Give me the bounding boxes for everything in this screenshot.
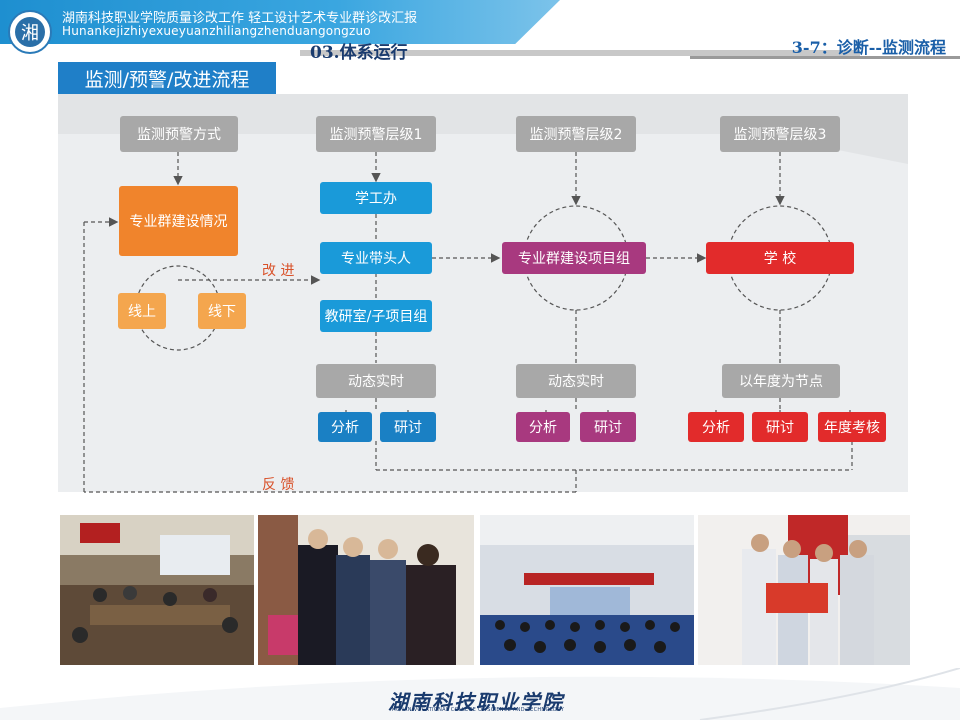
construction-status-box: 专业群建设情况	[119, 186, 238, 256]
analyze-box-2: 分析	[516, 412, 570, 442]
realtime-box-1: 动态实时	[316, 364, 436, 398]
col-head-mode: 监测预警方式	[120, 116, 238, 152]
school-logo: 湘	[8, 10, 52, 54]
realtime-box-2: 动态实时	[516, 364, 636, 398]
subtitle-underline	[690, 56, 960, 59]
header-divider	[300, 50, 860, 56]
school-name-calligraphy: 湖南科技职业学院	[388, 690, 564, 714]
photo-auditorium	[480, 515, 694, 665]
footer-swoosh	[0, 668, 960, 720]
section-number: 03.体系运行	[310, 43, 408, 63]
photo-meeting-room	[60, 515, 254, 665]
program-leader-box: 专业带头人	[320, 242, 432, 274]
student-affairs-box: 学工办	[320, 182, 432, 214]
header-pinyin: Hunankejizhiyexueyuanzhiliangzhenduangon…	[62, 24, 371, 38]
discuss-box-1: 研讨	[380, 412, 436, 442]
online-box: 线上	[118, 293, 166, 329]
analyze-box-1: 分析	[318, 412, 372, 442]
discuss-box-3: 研讨	[752, 412, 808, 442]
school-name-english: HUNAN VOCATIONAL COLLEGE OF SCIENCE AND …	[392, 707, 565, 713]
improve-label: 改 进	[262, 263, 295, 279]
col-head-level2: 监测预警层级2	[516, 116, 636, 152]
header-band	[0, 0, 560, 44]
annual-review-box: 年度考核	[818, 412, 886, 442]
annual-node-box: 以年度为节点	[722, 364, 840, 398]
photo-strip	[60, 515, 910, 665]
offline-box: 线下	[198, 293, 246, 329]
logo-emblem-icon: 湘	[15, 17, 45, 47]
slide-subtitle: 3-7：诊断--监测流程	[791, 38, 946, 57]
flow-background-shape	[58, 94, 908, 164]
analyze-box-3: 分析	[688, 412, 744, 442]
col-head-level1: 监测预警层级1	[316, 116, 436, 152]
school-box: 学 校	[706, 242, 854, 274]
col-head-level3: 监测预警层级3	[720, 116, 840, 152]
project-group-box: 专业群建设项目组	[502, 242, 646, 274]
photo-exhibition-visit	[258, 515, 474, 665]
teaching-office-box: 教研室/子项目组	[320, 300, 432, 332]
feedback-label: 反 馈	[262, 477, 295, 493]
page-title: 监测/预警/改进流程	[58, 62, 276, 94]
header-title: 湖南科技职业学院质量诊改工作 轻工设计艺术专业群诊改汇报	[62, 11, 418, 26]
discuss-box-2: 研讨	[580, 412, 636, 442]
photo-award-ceremony	[698, 515, 910, 665]
